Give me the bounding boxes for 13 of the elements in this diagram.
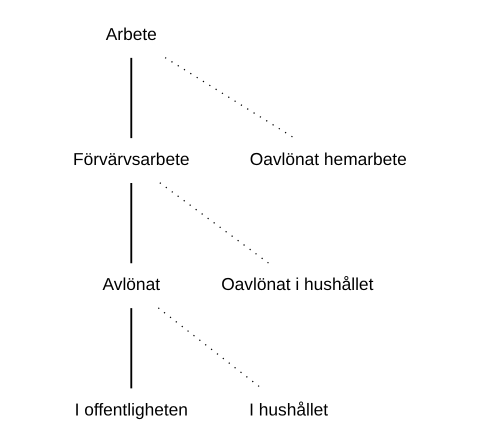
- node-text: Förvärvsarbete: [73, 149, 190, 170]
- node-text: I offentligheten: [74, 399, 188, 420]
- node-text: Avlönat: [102, 274, 160, 294]
- connector: [158, 307, 262, 389]
- connector: [164, 57, 295, 138]
- connector: [130, 308, 132, 388]
- connector: [130, 58, 132, 138]
- connector: [130, 183, 132, 264]
- connector: [159, 182, 269, 264]
- node-text: I hushållet: [249, 399, 328, 420]
- node-text: Arbete: [106, 24, 157, 44]
- node-text: Oavlönat i hushållet: [221, 274, 374, 294]
- node-text: Oavlönat hemarbete: [250, 149, 407, 170]
